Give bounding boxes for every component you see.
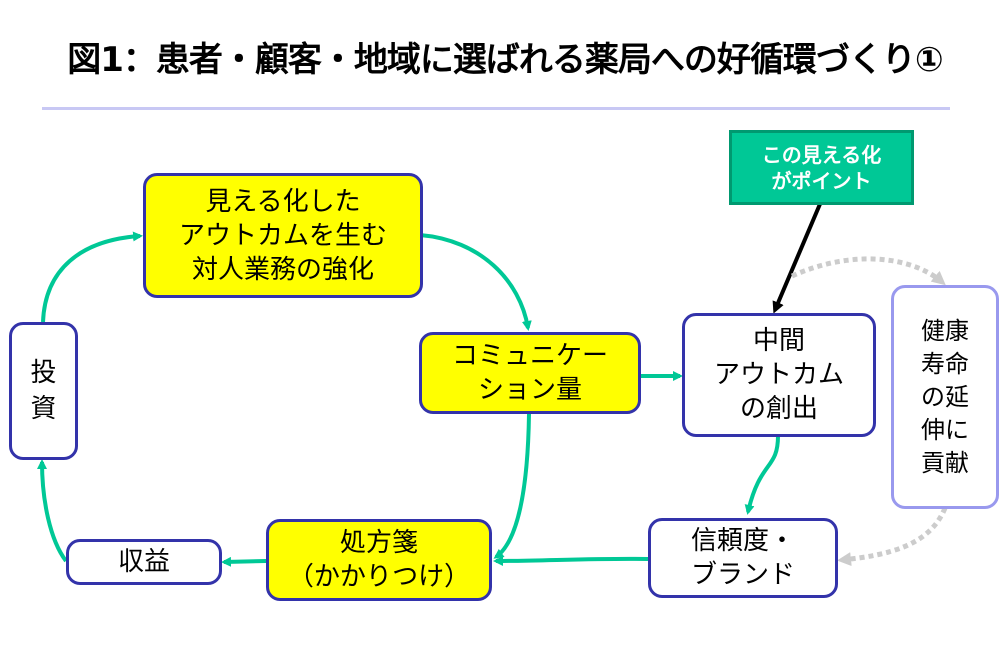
callout-visualization-point: この見える化 がポイント (729, 130, 914, 205)
arrow-investment-to-strengthen (41, 231, 143, 323)
node-intermediate-outcome: 中間 アウトカム の創出 (682, 313, 876, 437)
arrow-intermediate-to-trust (744, 435, 780, 515)
arrow-prescription-to-revenue (221, 556, 267, 567)
node-strengthen-interpersonal-work: 見える化した アウトカムを生む 対人業務の強化 (143, 173, 423, 298)
node-investment: 投 資 (9, 322, 78, 460)
node-revenue: 収益 (66, 539, 222, 585)
arrow-callout-to-intermediate (772, 203, 822, 314)
title-divider (42, 107, 950, 110)
arrow-revenue-to-investment (37, 459, 68, 563)
arrow-trust-to-prescription (493, 555, 649, 566)
node-health-lifespan: 健康 寿命 の延 伸に 貢献 (891, 285, 999, 509)
page-title: 図1：患者・顧客・地域に選ばれる薬局への好循環づくり① (67, 40, 943, 80)
arrow-strengthen-to-communication (419, 233, 532, 331)
node-communication-volume: コミュニケー ション量 (419, 332, 641, 414)
node-prescription: 処方箋 （かかりつけ） (266, 519, 492, 601)
node-trust-brand: 信頼度・ ブランド (648, 518, 838, 598)
dotted-arrow-intermediate-to-health (790, 256, 946, 286)
dotted-arrow-health-to-trust (837, 507, 948, 567)
arrow-communication-to-prescription (493, 413, 531, 559)
